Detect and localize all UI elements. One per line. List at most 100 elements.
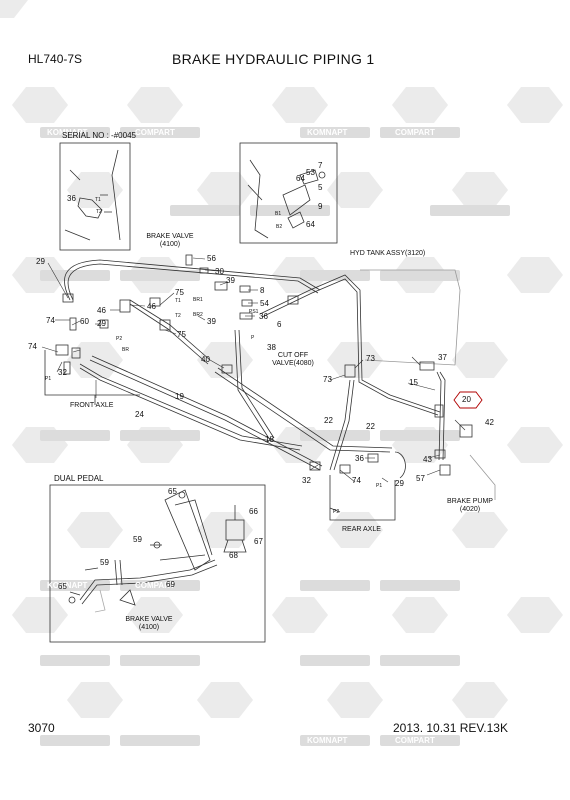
callout-number: 40 — [201, 355, 210, 364]
watermark-text: COMPART — [395, 128, 435, 137]
port-label: BR1 — [193, 297, 203, 303]
revision-date: 2013. 10.31 REV.13K — [393, 721, 508, 735]
callout-number: 69 — [166, 580, 175, 589]
serial-detail-drawing — [64, 149, 121, 241]
callout-number: 42 — [485, 418, 494, 427]
callout-number: 19 — [175, 392, 184, 401]
pipe-lines — [64, 259, 446, 479]
callout-number: 65 — [58, 582, 67, 591]
callout-number: 75 — [177, 330, 186, 339]
hyd-tank-outline — [360, 269, 461, 366]
port-label: P2 — [333, 509, 340, 515]
brake-valve-bottom-label: BRAKE VALVE(4100) — [125, 616, 173, 631]
callout-number: 59 — [100, 558, 109, 567]
callout-number: 65 — [168, 487, 177, 496]
callout-number: 66 — [249, 507, 258, 516]
leader-lines — [41, 257, 466, 483]
port-label: T2 — [175, 313, 181, 319]
port-label: P2 — [116, 336, 123, 342]
callout-number: 39 — [226, 276, 235, 285]
callout-number: 20 — [462, 395, 471, 404]
callout-number: 46 — [97, 306, 106, 315]
callout-number: 36 — [67, 194, 76, 203]
callout-number: 30 — [215, 267, 224, 276]
watermark-plates — [40, 127, 510, 746]
watermark-text: KOMNAPT — [307, 128, 348, 137]
detail-box-serial — [59, 142, 131, 251]
callout-number: 74 — [28, 342, 37, 351]
callout-number: 9 — [318, 202, 323, 211]
port-label: PS1 — [249, 309, 259, 315]
callout-number: 68 — [229, 551, 238, 560]
callout-number: 22 — [324, 416, 333, 425]
callout-number: 57 — [416, 474, 425, 483]
callout-number: 46 — [147, 302, 156, 311]
front-axle-label: FRONT AXLE — [70, 402, 114, 409]
page-number: 3070 — [28, 721, 55, 735]
callout-number: 39 — [207, 317, 216, 326]
model-number: HL740-7S — [28, 52, 83, 66]
fittings — [55, 254, 473, 476]
callout-number: 74 — [46, 316, 55, 325]
page-title: BRAKE HYDRAULIC PIPING 1 — [172, 51, 375, 67]
dual-pedal-drawing — [68, 489, 247, 613]
callout-number: 18 — [265, 435, 274, 444]
hyd-tank-label: HYD TANK ASSY(3120) — [350, 250, 426, 257]
brake-pump-outline — [469, 454, 496, 500]
port-label: P1 — [376, 483, 383, 489]
front-axle-bracket — [44, 350, 140, 396]
port-label: B2 — [276, 224, 283, 230]
callout-number: 73 — [323, 375, 332, 384]
callout-number: 29 — [36, 257, 45, 266]
brake-pump-label: BRAKE PUMP(4020) — [447, 498, 493, 513]
callout-number: 64 — [296, 174, 305, 183]
callout-number: 22 — [366, 422, 375, 431]
callout-hexagon — [453, 391, 483, 409]
watermark-text: KOMNAPT — [307, 736, 348, 745]
callout-number: 32 — [302, 476, 311, 485]
watermark-text: KOMNAPT — [47, 128, 88, 137]
detail-box-valve — [239, 142, 338, 244]
port-label: BR2 — [193, 312, 203, 318]
rear-axle-bracket — [329, 475, 396, 521]
callout-number: 38 — [267, 343, 276, 352]
callout-number: 36 — [355, 454, 364, 463]
valve-detail-drawing — [247, 159, 326, 239]
callout-number: 43 — [423, 455, 432, 464]
callout-number: 64 — [306, 220, 315, 229]
callout-number: 6 — [277, 320, 282, 329]
callout-number: 37 — [438, 353, 447, 362]
callout-number: 5 — [318, 183, 323, 192]
callout-number: 59 — [133, 535, 142, 544]
callout-number: 36 — [259, 312, 268, 321]
rear-axle-label: REAR AXLE — [342, 526, 381, 533]
watermark-text: KOMNAPT — [47, 581, 88, 590]
callout-number: 60 — [80, 317, 89, 326]
port-label: B1 — [275, 211, 282, 217]
watermark-text: COMPART — [395, 736, 435, 745]
port-label: P — [251, 335, 255, 341]
serial-label: SERIAL NO : -#0045 — [62, 131, 136, 140]
port-label: T2 — [96, 209, 102, 215]
callout-number: 29 — [97, 319, 106, 328]
callout-number: 8 — [260, 286, 265, 295]
port-label: P1 — [45, 376, 52, 382]
callout-number: 24 — [135, 410, 144, 419]
dual-pedal-label: DUAL PEDAL — [54, 474, 104, 483]
watermark-pattern — [0, 0, 563, 718]
port-label: BR — [122, 347, 129, 353]
detail-box-dual-pedal — [49, 484, 266, 643]
callout-number: 32 — [58, 368, 67, 377]
callout-number: 56 — [207, 254, 216, 263]
brake-valve-top-label: BRAKE VALVE(4100) — [146, 233, 194, 248]
callout-number: 54 — [260, 299, 269, 308]
callout-number: 73 — [366, 354, 375, 363]
callout-number: 67 — [254, 537, 263, 546]
callout-number: 53 — [306, 168, 315, 177]
callout-number: 75 — [175, 288, 184, 297]
callout-number: 7 — [318, 161, 323, 170]
port-label: T1 — [95, 197, 101, 203]
watermark-text: COMPART — [135, 581, 175, 590]
